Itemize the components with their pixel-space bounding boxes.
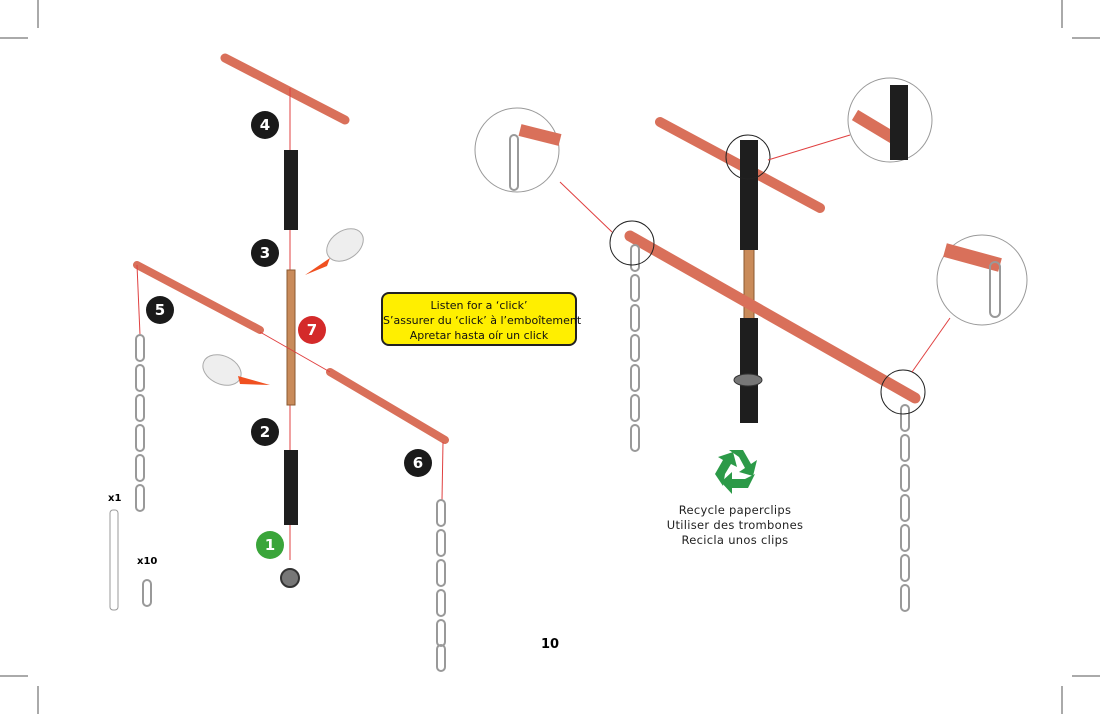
step-5-badge: 5 [146,296,174,324]
recycle-line: Recicla unos clips [681,533,789,547]
recycle-line: Recycle paperclips [678,503,792,517]
step-6-badge: 6 [404,449,432,477]
step-7-badge: 7 [298,316,326,344]
left-exploded-view [109,53,449,672]
recycle-icon [715,450,757,494]
glue-bottle-icon [305,228,364,275]
callout-line: S’assurer du ‘click’ à l’emboîtement [383,314,582,327]
step-4-badge: 4 [251,111,279,139]
glue-bottle-icon [202,354,270,386]
step-2-badge: 2 [251,418,279,446]
recycle-caption: Recycle paperclips Utiliser des trombone… [640,503,830,548]
detail-zoom-circles [474,77,1028,326]
callout-line: Apretar hasta oír un click [409,329,549,342]
right-assembled-view [474,77,1028,612]
page-number: 10 [540,637,560,652]
bar-quantity: x1 [108,493,122,504]
step-1-badge: 1 [256,531,284,559]
recycle-line: Utiliser des trombones [666,518,804,532]
clip-quantity: x10 [137,556,158,567]
click-callout: Listen for a ‘click’ S’assurer du ‘click… [381,292,582,346]
callout-line: Listen for a ‘click’ [430,299,528,312]
step-3-badge: 3 [251,239,279,267]
